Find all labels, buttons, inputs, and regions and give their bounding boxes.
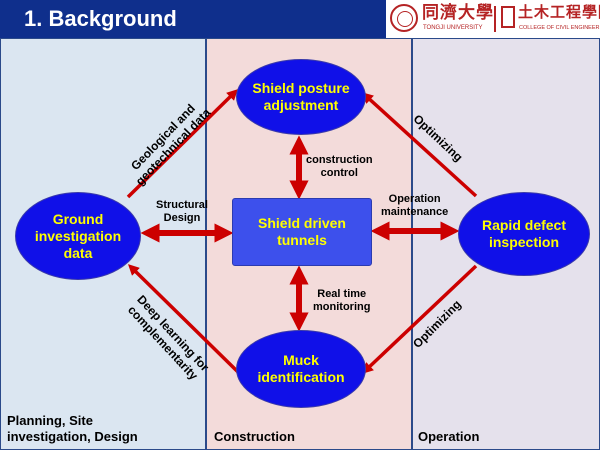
arrow-deep-learning bbox=[128, 264, 240, 374]
university-seal-icon bbox=[390, 4, 418, 32]
node-label: tunnels bbox=[277, 232, 327, 248]
node-label: Shield driven bbox=[258, 215, 346, 231]
node-label: investigation bbox=[34, 227, 122, 244]
arrow-optimizing-posture bbox=[361, 92, 478, 198]
college-emblem-icon bbox=[501, 6, 515, 28]
title-banner: 1. Background bbox=[0, 0, 386, 38]
label-real-time-monitoring: Real time monitoring bbox=[313, 288, 370, 314]
node-label: data bbox=[63, 244, 93, 261]
label-line: Operation bbox=[388, 193, 441, 205]
phase-label-operation: Operation bbox=[418, 429, 480, 444]
label-line: monitoring bbox=[313, 301, 371, 313]
label-construction-control: construction control bbox=[306, 154, 373, 180]
label-line: maintenance bbox=[381, 206, 449, 218]
label-line: Structural bbox=[156, 199, 208, 211]
label-operation-maintenance: Operation maintenance bbox=[381, 193, 448, 219]
university-name: 同濟大學 bbox=[422, 3, 494, 22]
phase-label-planning: Planning, Site investigation, Design bbox=[7, 413, 138, 444]
label-line: control bbox=[320, 167, 358, 179]
node-label: Muck bbox=[283, 352, 319, 368]
college-name: 土木工程學院 bbox=[518, 4, 600, 21]
university-logo: 同濟大學 TONGJI UNIVERSITY 土木工程學院 COLLEGE OF… bbox=[388, 0, 600, 38]
node-shield-driven-tunnels: Shield driven tunnels bbox=[232, 198, 372, 266]
label-line: Real time bbox=[317, 288, 367, 300]
node-label: Ground bbox=[52, 210, 104, 227]
label-structural-design: Structural Design bbox=[156, 199, 208, 225]
university-subtitle: TONGJI UNIVERSITY bbox=[423, 25, 483, 31]
arrow-geological-data bbox=[126, 89, 238, 199]
college-subtitle: COLLEGE OF CIVIL ENGINEERING bbox=[519, 25, 600, 31]
label-line: construction bbox=[306, 154, 373, 166]
node-label: adjustment bbox=[263, 97, 339, 113]
node-shield-posture-adjustment: Shield posture adjustment bbox=[236, 59, 366, 135]
phase-label-construction: Construction bbox=[214, 429, 295, 444]
node-muck-identification: Muck identification bbox=[236, 330, 366, 408]
node-label: inspection bbox=[488, 234, 559, 250]
node-ground-investigation-data: Ground investigation data bbox=[15, 192, 141, 280]
node-label: Rapid defect bbox=[481, 217, 566, 233]
label-line: Design bbox=[163, 212, 201, 224]
node-label: identification bbox=[257, 369, 345, 385]
node-label: Shield posture bbox=[252, 80, 350, 96]
slide-title: 1. Background bbox=[24, 6, 177, 31]
header-bar: 1. Background 同濟大學 TONGJI UNIVERSITY 土木工… bbox=[0, 0, 600, 38]
arrow-optimizing-muck bbox=[361, 264, 478, 374]
logo-divider bbox=[494, 6, 496, 32]
node-rapid-defect-inspection: Rapid defect inspection bbox=[458, 192, 590, 276]
